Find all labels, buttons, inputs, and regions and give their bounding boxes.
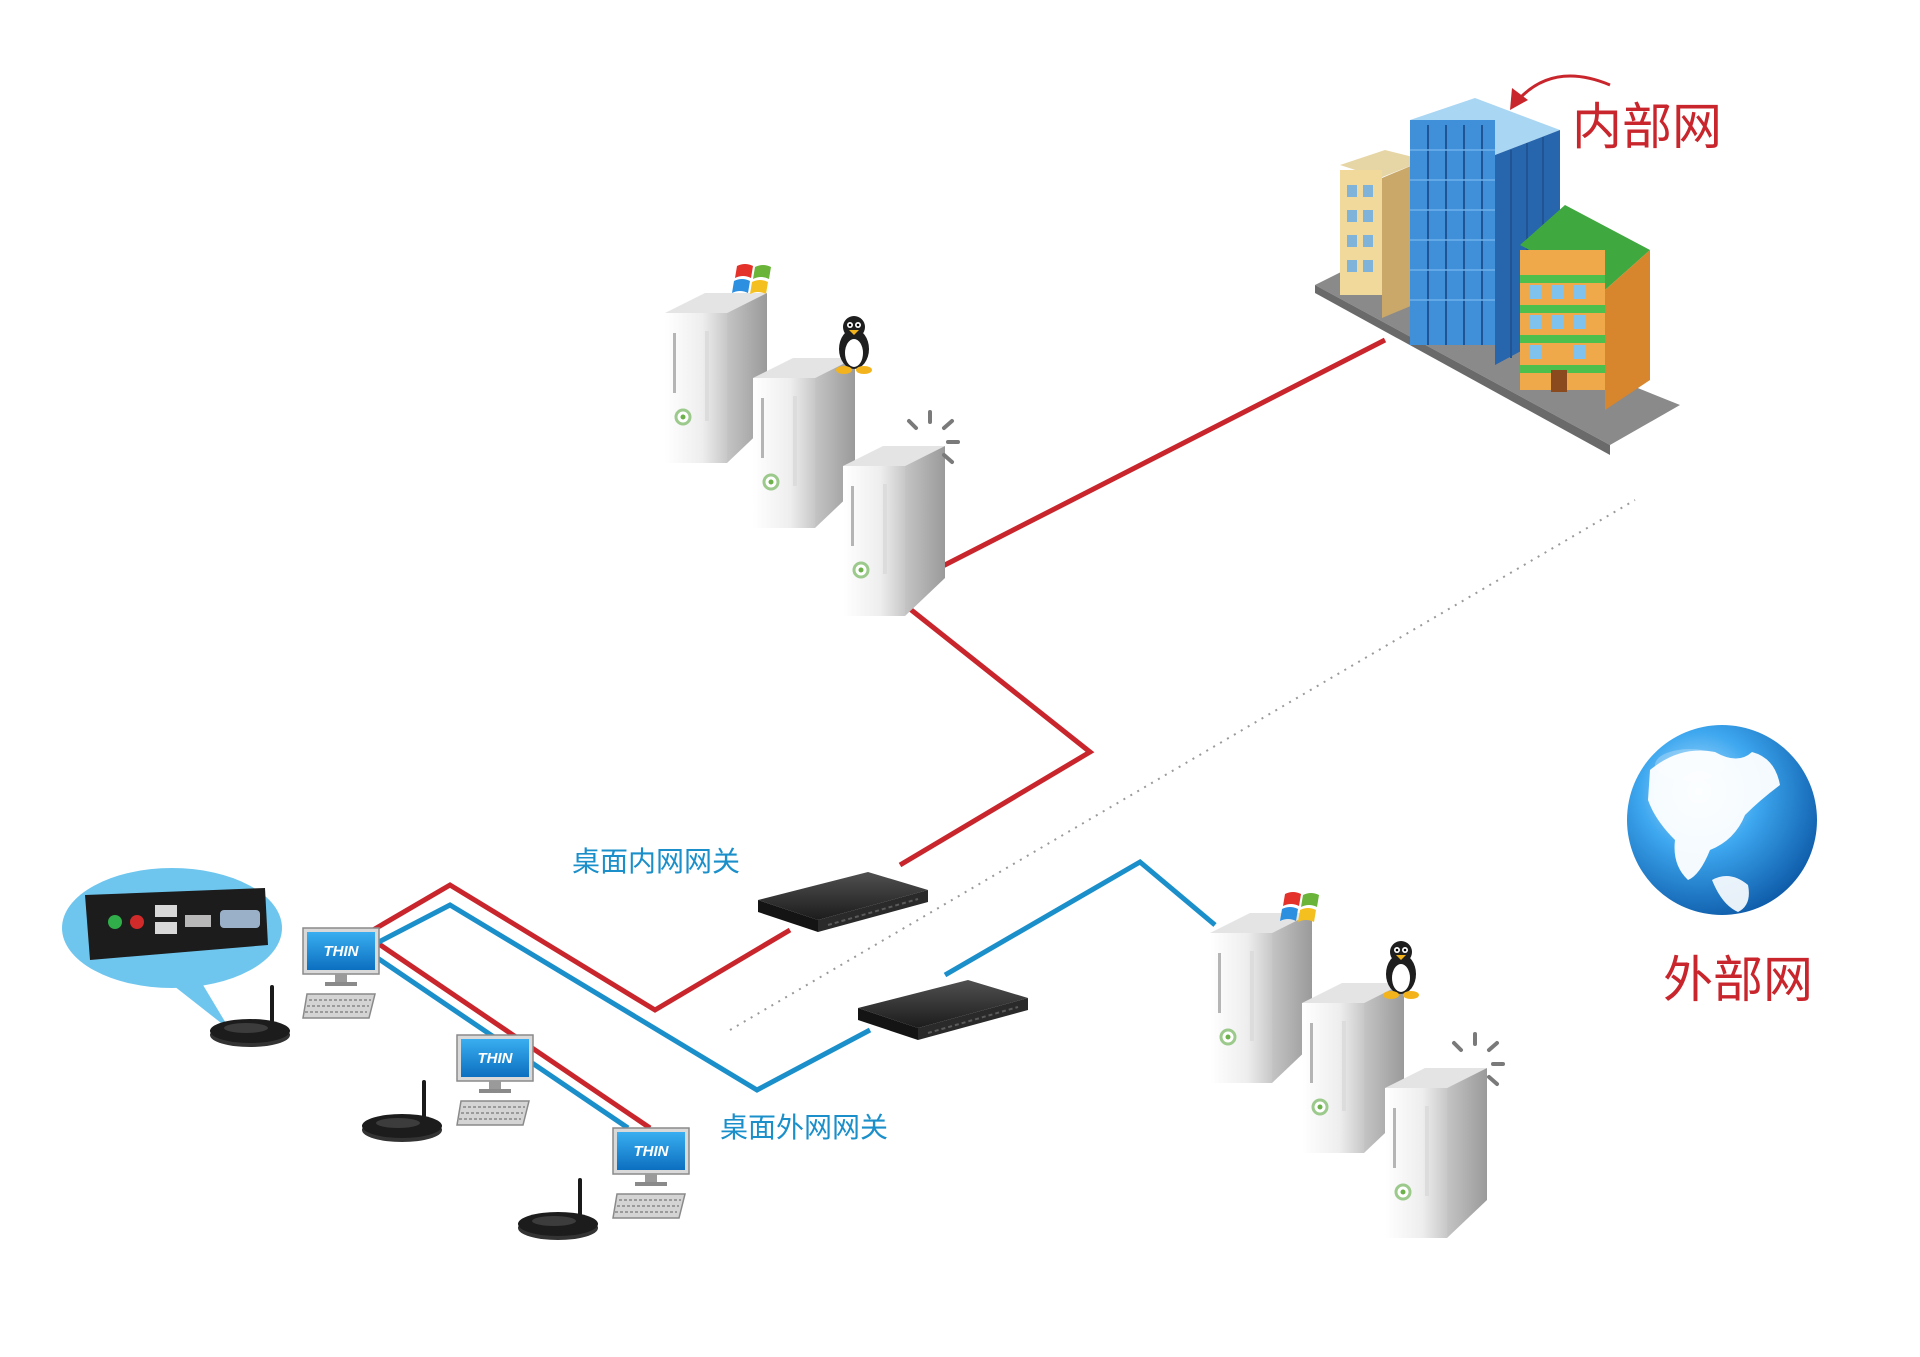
server-tower-icon xyxy=(663,291,769,465)
internal-link-servers-gateway xyxy=(898,603,1095,868)
mini-box-icon xyxy=(360,1080,444,1144)
thin-client-2: THIN xyxy=(360,1034,534,1144)
server-tower-icon xyxy=(751,356,857,530)
external-network-label: 外部网 xyxy=(1663,951,1813,1009)
windows-logo-icon xyxy=(732,264,771,294)
network-gateway-icon xyxy=(857,979,1029,1041)
external-gateway-label: 桌面外网网关 xyxy=(720,1111,889,1144)
server-group-external xyxy=(1208,892,1505,1240)
thin-client-terminal-icon xyxy=(302,927,380,1019)
thin-client-3: THIN xyxy=(516,1127,690,1242)
internal-link-building-servers xyxy=(933,337,1387,573)
device-badge: THIN xyxy=(478,1050,514,1067)
server-tower-icon xyxy=(1208,911,1314,1085)
internal-link-gateway-client1 xyxy=(371,882,792,1013)
server-tower-icon xyxy=(841,444,947,618)
external-link-servers-gateway xyxy=(943,858,1217,978)
thin-client-1: THIN xyxy=(208,927,380,1049)
internal-links xyxy=(371,337,1387,1131)
server-tower-icon xyxy=(1383,1066,1489,1240)
network-divider-line xyxy=(729,499,1636,1031)
internal-network-label: 内部网 xyxy=(1572,98,1722,156)
thin-client-terminal-icon xyxy=(456,1034,534,1126)
arrowhead-icon xyxy=(1510,88,1528,110)
globe-icon xyxy=(1627,725,1817,915)
server-group-internal xyxy=(663,264,960,618)
port-closeup-bubble xyxy=(62,868,282,1030)
external-link-gateway-client1 xyxy=(371,902,872,1093)
internal-link-client1-client3 xyxy=(371,937,652,1131)
internal-gateway-label: 桌面内网网关 xyxy=(572,845,741,878)
device-badge: THIN xyxy=(634,1143,670,1160)
curved-arrow-icon xyxy=(1518,74,1611,100)
mini-box-icon xyxy=(516,1178,600,1242)
thin-client-terminal-icon xyxy=(612,1127,690,1219)
windows-logo-icon xyxy=(1280,892,1319,922)
device-badge: THIN xyxy=(324,943,360,960)
office-buildings-icon xyxy=(1315,98,1680,455)
network-gateway-icon xyxy=(757,871,929,933)
